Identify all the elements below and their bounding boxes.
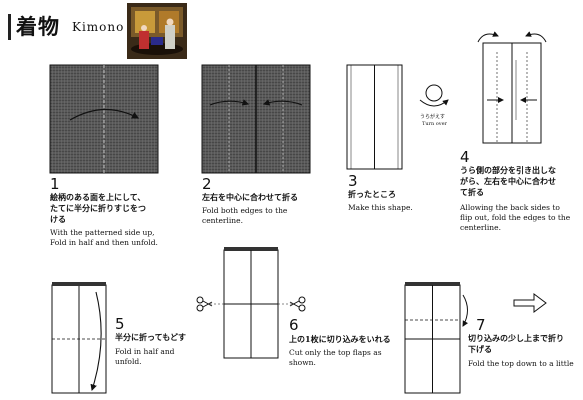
next-arrow-icon bbox=[513, 293, 547, 313]
step1-number: 1 bbox=[50, 175, 60, 193]
step3-jp: 折ったところ bbox=[348, 189, 396, 199]
step1-diagram bbox=[49, 64, 159, 174]
step2-number: 2 bbox=[202, 175, 212, 193]
step2-jp: 左右を中心に合わせて折る bbox=[202, 192, 298, 202]
step5-jp: 半分に折ってもどす bbox=[115, 332, 187, 342]
step6-jp: 上の1枚に切り込みをいれる bbox=[289, 334, 391, 344]
kimono-photo bbox=[127, 3, 187, 59]
step7-diagram bbox=[404, 282, 469, 394]
step6-diagram bbox=[210, 247, 292, 359]
step3-number: 3 bbox=[348, 172, 358, 190]
step5-diagram bbox=[51, 282, 107, 394]
scissors-icon bbox=[196, 296, 213, 312]
scissors-icon bbox=[289, 296, 306, 312]
step3-diagram bbox=[346, 64, 403, 170]
step7-jp: 切り込みの少し上まで折り下げる bbox=[468, 333, 564, 354]
step4-diagram bbox=[477, 31, 547, 144]
step4-number: 4 bbox=[460, 148, 470, 166]
step1-jp: 絵柄のある面を上にして、たてに半分に折りすじをつける bbox=[50, 192, 146, 224]
step5-number: 5 bbox=[115, 315, 125, 333]
turn-over-label-jp: うらがえす bbox=[420, 114, 446, 120]
step2-diagram bbox=[201, 64, 311, 174]
page-title-jp: 着物 bbox=[16, 14, 60, 39]
step6-number: 6 bbox=[289, 316, 299, 334]
step7-en: Fold the top down to a little bbox=[468, 359, 574, 368]
page-title-en: Kimono bbox=[72, 20, 125, 34]
step7-number: 7 bbox=[476, 316, 486, 334]
step4-jp: うら側の部分を引き出しながら、左右を中心に合わせて折る bbox=[460, 165, 556, 197]
step1-en: With the patterned side up,Fold in half … bbox=[50, 228, 158, 247]
title-bar bbox=[8, 14, 11, 40]
turn-over-label-en: Turn over bbox=[422, 121, 447, 127]
step3-en: Make this shape. bbox=[348, 203, 413, 212]
turn-over-symbol bbox=[419, 84, 449, 107]
